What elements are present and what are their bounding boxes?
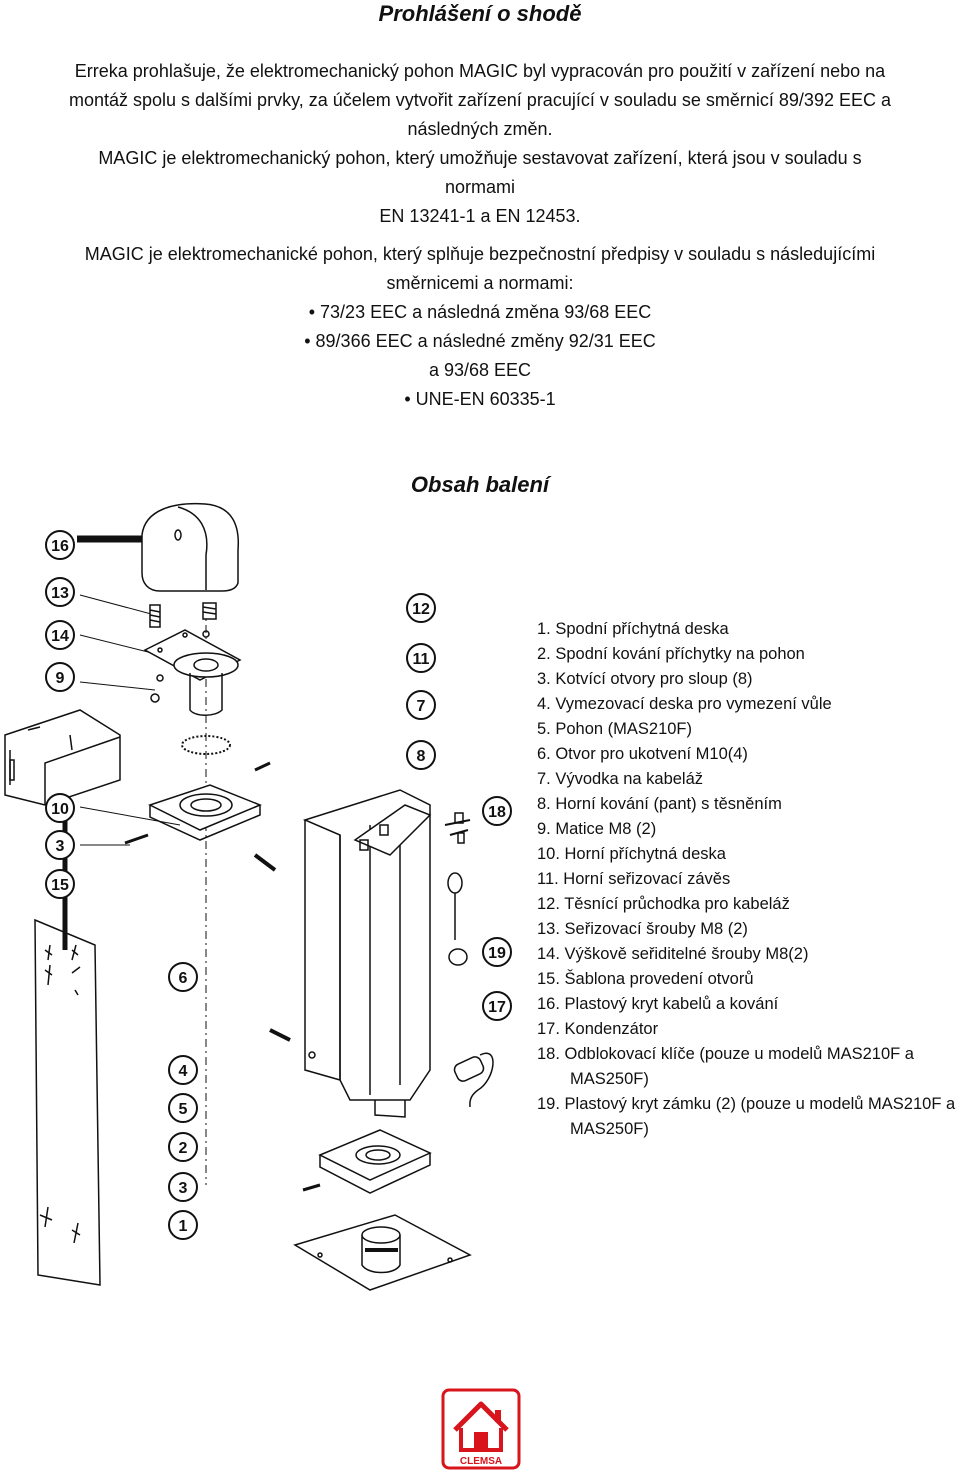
callout-8: 8 — [406, 740, 436, 770]
callout-13: 13 — [45, 577, 75, 607]
list-item: 10. Horní příchytná deska — [537, 845, 726, 863]
declaration-title: Prohlášení o shodě — [378, 1, 582, 26]
callout-17: 17 — [482, 991, 512, 1021]
lower-plate-part — [318, 1129, 432, 1194]
upper-mounting-plate-part — [4, 709, 121, 806]
svg-text:1: 1 — [179, 1218, 188, 1235]
release-keys-part — [444, 812, 471, 844]
callout-16: 16 — [45, 530, 75, 560]
list-item: 17. Kondenzátor — [537, 1020, 659, 1038]
text-line: MAGIC je elektromechanický pohon, který … — [98, 148, 862, 168]
svg-text:12: 12 — [412, 601, 430, 618]
exploded-diagram: 16 13 14 9 10 3 15 12 11 7 8 18 19 17 6 … — [4, 502, 512, 1291]
callout-3-lower: 3 — [168, 1172, 198, 1202]
callout-15: 15 — [45, 869, 75, 899]
svg-text:16: 16 — [51, 538, 69, 555]
logo-text: CLEMSA — [460, 1456, 502, 1467]
callout-19: 19 — [482, 937, 512, 967]
list-item: 13. Seřizovací šrouby M8 (2) — [537, 920, 748, 938]
text-line: montáž spolu s dalšími prvky, za účelem … — [68, 90, 891, 110]
text-line: • UNE-EN 60335-1 — [404, 389, 556, 409]
callout-1: 1 — [168, 1210, 198, 1240]
svg-text:17: 17 — [488, 999, 506, 1016]
svg-text:18: 18 — [488, 804, 506, 821]
list-item: 8. Horní kování (pant) s těsněním — [537, 795, 782, 813]
svg-text:8: 8 — [417, 748, 426, 765]
list-item: 1. Spodní příchytná deska — [537, 620, 729, 638]
gasket-ring — [181, 735, 231, 755]
list-item: 15. Šablona provedení otvorů — [537, 970, 754, 988]
list-item: 18. Odblokovací klíče (pouze u modelů MA… — [537, 1045, 914, 1088]
callout-14: 14 — [45, 620, 75, 650]
svg-text:3: 3 — [56, 838, 65, 855]
screw — [253, 853, 277, 872]
text-line: EN 13241-1 a EN 12453. — [379, 206, 581, 226]
svg-text:5: 5 — [179, 1101, 188, 1118]
svg-text:19: 19 — [488, 945, 506, 962]
screw — [302, 1183, 321, 1192]
adjusting-bolts-part — [149, 602, 217, 703]
svg-text:10: 10 — [51, 801, 69, 818]
list-item: 19. Plastový kryt zámku (2) (pouze u mod… — [537, 1095, 956, 1138]
screw — [269, 1028, 291, 1042]
lock-cover-part — [447, 872, 468, 966]
lower-bracket-part — [293, 1214, 472, 1291]
callout-10: 10 — [45, 793, 75, 823]
text-line: Erreka prohlašuje, že elektromechanický … — [74, 61, 886, 81]
callout-5: 5 — [168, 1093, 198, 1123]
list-item: 5. Pohon (MAS210F) — [537, 720, 692, 738]
svg-text:3: 3 — [179, 1180, 188, 1197]
svg-text:6: 6 — [179, 970, 188, 987]
clemsa-logo: CLEMSA — [441, 1388, 521, 1470]
parts-list: 1. Spodní příchytná deska 2. Spodní ková… — [537, 617, 957, 1142]
list-item: 6. Otvor pro ukotvení M10(4) — [537, 745, 748, 763]
list-item: 2. Spodní kování příchytky na pohon — [537, 645, 805, 663]
upper-plate-part — [148, 761, 271, 841]
contents-title: Obsah balení — [410, 472, 550, 497]
callout-9: 9 — [45, 662, 75, 692]
upper-hinge-part — [143, 629, 242, 716]
callout-3: 3 — [45, 830, 75, 860]
text-line: směrnicemi a normami: — [386, 273, 574, 293]
callout-11: 11 — [406, 643, 436, 673]
plastic-cover-part — [77, 502, 240, 592]
list-item: 14. Výškově seřiditelné šrouby M8(2) — [537, 945, 809, 963]
callout-7: 7 — [406, 690, 436, 720]
callouts: 16 13 14 9 10 3 15 12 11 7 8 18 19 17 6 … — [45, 530, 512, 1240]
drilling-template-part — [34, 805, 101, 1286]
callout-4: 4 — [168, 1055, 198, 1085]
text-line: MAGIC je elektromechanické pohon, který … — [84, 244, 876, 264]
list-item: 12. Těsnící průchodka pro kabeláž — [537, 895, 790, 913]
list-item: 9. Matice M8 (2) — [537, 820, 657, 838]
svg-text:11: 11 — [413, 651, 430, 668]
callout-2: 2 — [168, 1132, 198, 1162]
declaration-paragraph-1: Erreka prohlašuje, že elektromechanický … — [0, 57, 960, 231]
callout-18: 18 — [482, 796, 512, 826]
capacitor-part — [453, 1052, 494, 1108]
text-line: normami — [444, 177, 515, 197]
declaration-paragraph-2: MAGIC je elektromechanické pohon, který … — [0, 240, 960, 414]
callout-12: 12 — [406, 593, 436, 623]
svg-text:14: 14 — [51, 628, 69, 645]
list-item: 7. Vývodka na kabeláž — [537, 770, 704, 788]
text-line: a 93/68 EEC — [428, 360, 532, 380]
list-item: 4. Vymezovací deska pro vymezení vůle — [537, 695, 832, 713]
svg-text:2: 2 — [179, 1140, 188, 1157]
svg-text:9: 9 — [56, 670, 65, 687]
svg-text:13: 13 — [51, 585, 69, 602]
list-item: 3. Kotvící otvory pro sloup (8) — [537, 670, 753, 688]
svg-text:15: 15 — [51, 877, 69, 894]
motor-part — [302, 789, 432, 1118]
text-line: • 73/23 EEC a následná změna 93/68 EEC — [308, 302, 652, 322]
list-item: 16. Plastový kryt kabelů a kování — [537, 995, 779, 1013]
text-line: následných změn. — [407, 119, 553, 139]
screw — [124, 833, 149, 845]
svg-text:7: 7 — [417, 698, 426, 715]
callout-6: 6 — [168, 962, 198, 992]
list-item: 11. Horní seřizovací závěs — [537, 870, 731, 888]
text-line: • 89/366 EEC a následné změny 92/31 EEC — [304, 331, 656, 351]
svg-text:4: 4 — [179, 1063, 188, 1080]
